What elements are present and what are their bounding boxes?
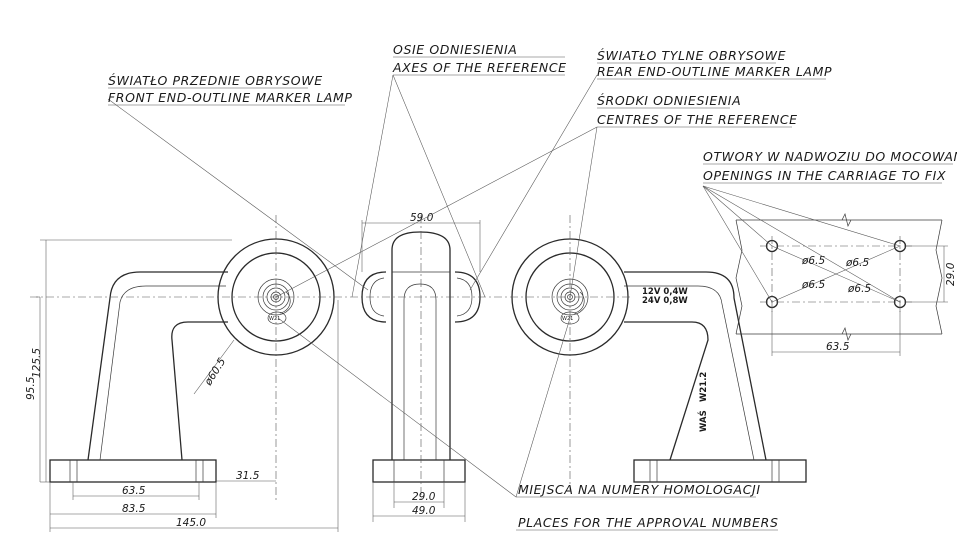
reference-axes	[30, 215, 630, 500]
label-axes-pl: OSIE ODNIESIENIA	[393, 42, 517, 57]
label-front-en: FRONT END-OUTLINE MARKER LAMP	[108, 90, 353, 105]
left-base-plate	[49, 459, 217, 483]
dim-63-5-right: 63.5	[826, 341, 850, 353]
label-rear-en: REAR END-OUTLINE MARKER LAMP	[597, 64, 832, 79]
right-approval-text: W21	[562, 316, 573, 322]
marking-code: W21.2	[699, 372, 709, 402]
label-approval-en: PLACES FOR THE APPROVAL NUMBERS	[518, 515, 779, 530]
voltage-12v: 12V 0,4W	[642, 287, 688, 297]
mounting-holes-panel: ø6.5 ø6.5 ø6.5 ø6.5 29.0 63.5	[735, 212, 957, 356]
label-openings-en: OPENINGS IN THE CARRIAGE TO FIX	[703, 168, 946, 183]
dim-145-0: 145.0	[176, 517, 206, 529]
label-centres-en: CENTRES OF THE REFERENCE	[597, 112, 798, 127]
label-centres-pl: ŚRODKI ODNIESIENIA	[597, 93, 741, 108]
middle-dimensions: 59.0 29.0 49.0	[361, 212, 481, 522]
right-arm	[624, 271, 767, 461]
dim-31-5: 31.5	[236, 470, 260, 482]
label-approval-pl: MIEJSCA NA NUMERY HOMOLOGACJI	[518, 482, 761, 497]
middle-base-plate	[372, 459, 466, 483]
middle-lamp-assembly	[361, 231, 481, 483]
left-approval-text: W21	[269, 316, 280, 322]
dim-hole-4: ø6.5	[847, 283, 871, 295]
dim-29-0-right: 29.0	[945, 262, 957, 286]
dim-59-0: 59.0	[410, 212, 434, 224]
left-lamp-assembly: W21	[49, 238, 335, 483]
left-arm	[87, 271, 228, 461]
right-lamp-assembly: W21 12V 0,4W 24V 0,8W WAŚ W21.2	[511, 238, 807, 483]
label-openings-pl: OTWORY W NADWOZIU DO MOCOWANIA	[703, 149, 957, 164]
middle-stem	[391, 231, 451, 460]
right-base-plate	[633, 459, 807, 483]
dim-29-0-mid: 29.0	[412, 491, 436, 503]
marking-was: WAŚ	[697, 410, 709, 432]
label-axes-en: AXES OF THE REFERENCE	[392, 60, 567, 75]
dim-83-5: 83.5	[122, 503, 146, 515]
callout-labels: OSIE ODNIESIENIA AXES OF THE REFERENCE Ś…	[108, 42, 957, 531]
dim-dia-60-5: ø60.5	[202, 356, 229, 389]
left-dimensions: 125.5 95.5 63.5 83.5 145.0 31.5 ø60.5	[25, 239, 339, 532]
dim-63-5-left: 63.5	[122, 485, 146, 497]
dim-hole-1: ø6.5	[801, 255, 825, 267]
dim-hole-2: ø6.5	[845, 257, 869, 269]
left-approval-mark	[267, 311, 287, 325]
leader-lines	[107, 74, 901, 498]
dim-49-0: 49.0	[412, 505, 436, 517]
dim-125-5: 125.5	[31, 348, 43, 378]
dim-95-5: 95.5	[25, 376, 37, 400]
dim-hole-3: ø6.5	[801, 279, 825, 291]
label-front-pl: ŚWIATŁO PRZEDNIE OBRYSOWE	[108, 73, 323, 88]
label-rear-pl: ŚWIATŁO TYLNE OBRYSOWE	[597, 48, 786, 63]
voltage-24v: 24V 0,8W	[642, 296, 688, 306]
